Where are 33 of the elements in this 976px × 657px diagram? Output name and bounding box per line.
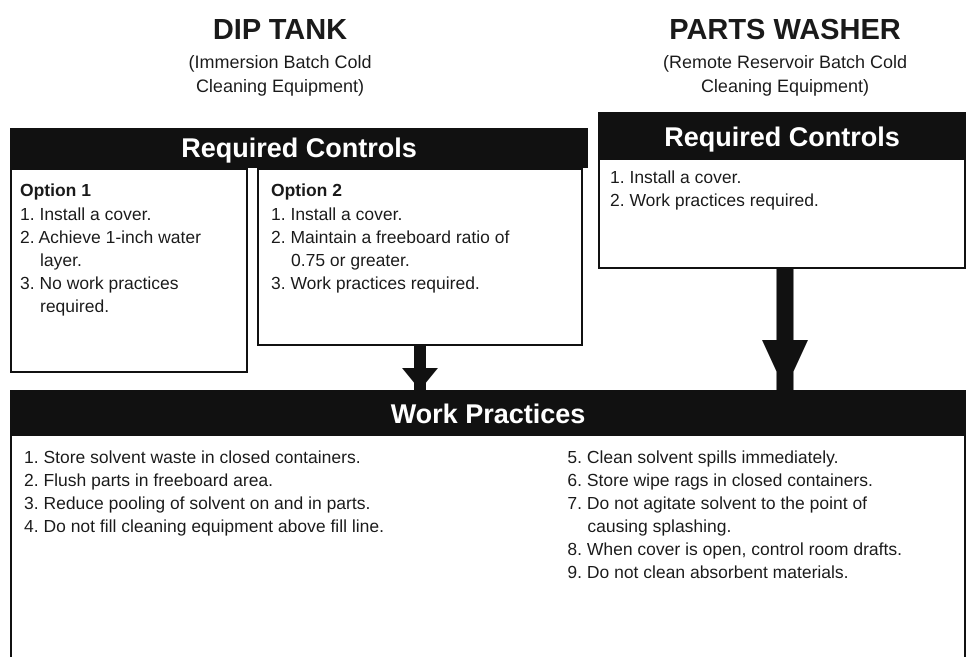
section-header: Required Controls	[10, 128, 588, 168]
equipment-subtitle: (Remote Reservoir Batch Cold Cleaning Equipment)	[662, 51, 908, 98]
equipment-title: DIP TANK	[212, 14, 348, 47]
list-item: 3. Work practices required.	[271, 272, 481, 295]
list-item: 2. Flush parts in freeboard area.	[24, 469, 274, 492]
section-heading: Required Controls	[600, 114, 964, 160]
option-heading: Option 2	[271, 180, 343, 201]
equipment-title: PARTS WASHER	[668, 14, 902, 47]
equipment-subtitle: (Immersion Batch Cold Cleaning Equipment)	[187, 51, 373, 98]
list-item: 1. Install a cover.	[20, 203, 152, 226]
node-label: Required Controls	[181, 133, 417, 163]
arrow	[762, 269, 808, 390]
list-item: 1. Install a cover.	[610, 166, 742, 189]
list-item: 9. Do not clean absorbent materials.	[567, 561, 850, 584]
list-item: 1. Install a cover.	[271, 203, 404, 226]
list-item: 2. Achieve 1-inch water layer.	[20, 226, 202, 272]
panel-box	[10, 390, 966, 657]
list-item: 8. When cover is open, control room drafts.	[567, 538, 903, 561]
list-item: 2. Maintain a freeboard ratio of 0.75 or greater.	[271, 226, 510, 272]
list-item: 5. Clean solvent spills immediately.	[567, 446, 840, 469]
list-item: 4. Do not fill cleaning equipment above fill line.	[24, 515, 385, 538]
panel-box	[598, 112, 966, 269]
list-item: 7. Do not agitate solvent to the point of causing splashing.	[567, 492, 868, 538]
list-item: 6. Store wipe rags in closed containers.	[567, 469, 874, 492]
arrow	[402, 346, 438, 390]
panel-box	[257, 168, 583, 346]
section-heading: Work Practices	[12, 392, 964, 436]
option-heading: Option 1	[20, 180, 92, 201]
panel-box	[10, 168, 248, 373]
list-item: 1. Store solvent waste in closed containers.	[24, 446, 362, 469]
list-item: 3. Reduce pooling of solvent on and in parts.	[24, 492, 372, 515]
list-item: 2. Work practices required.	[610, 189, 820, 212]
list-item: 3. No work practices required.	[20, 272, 180, 318]
